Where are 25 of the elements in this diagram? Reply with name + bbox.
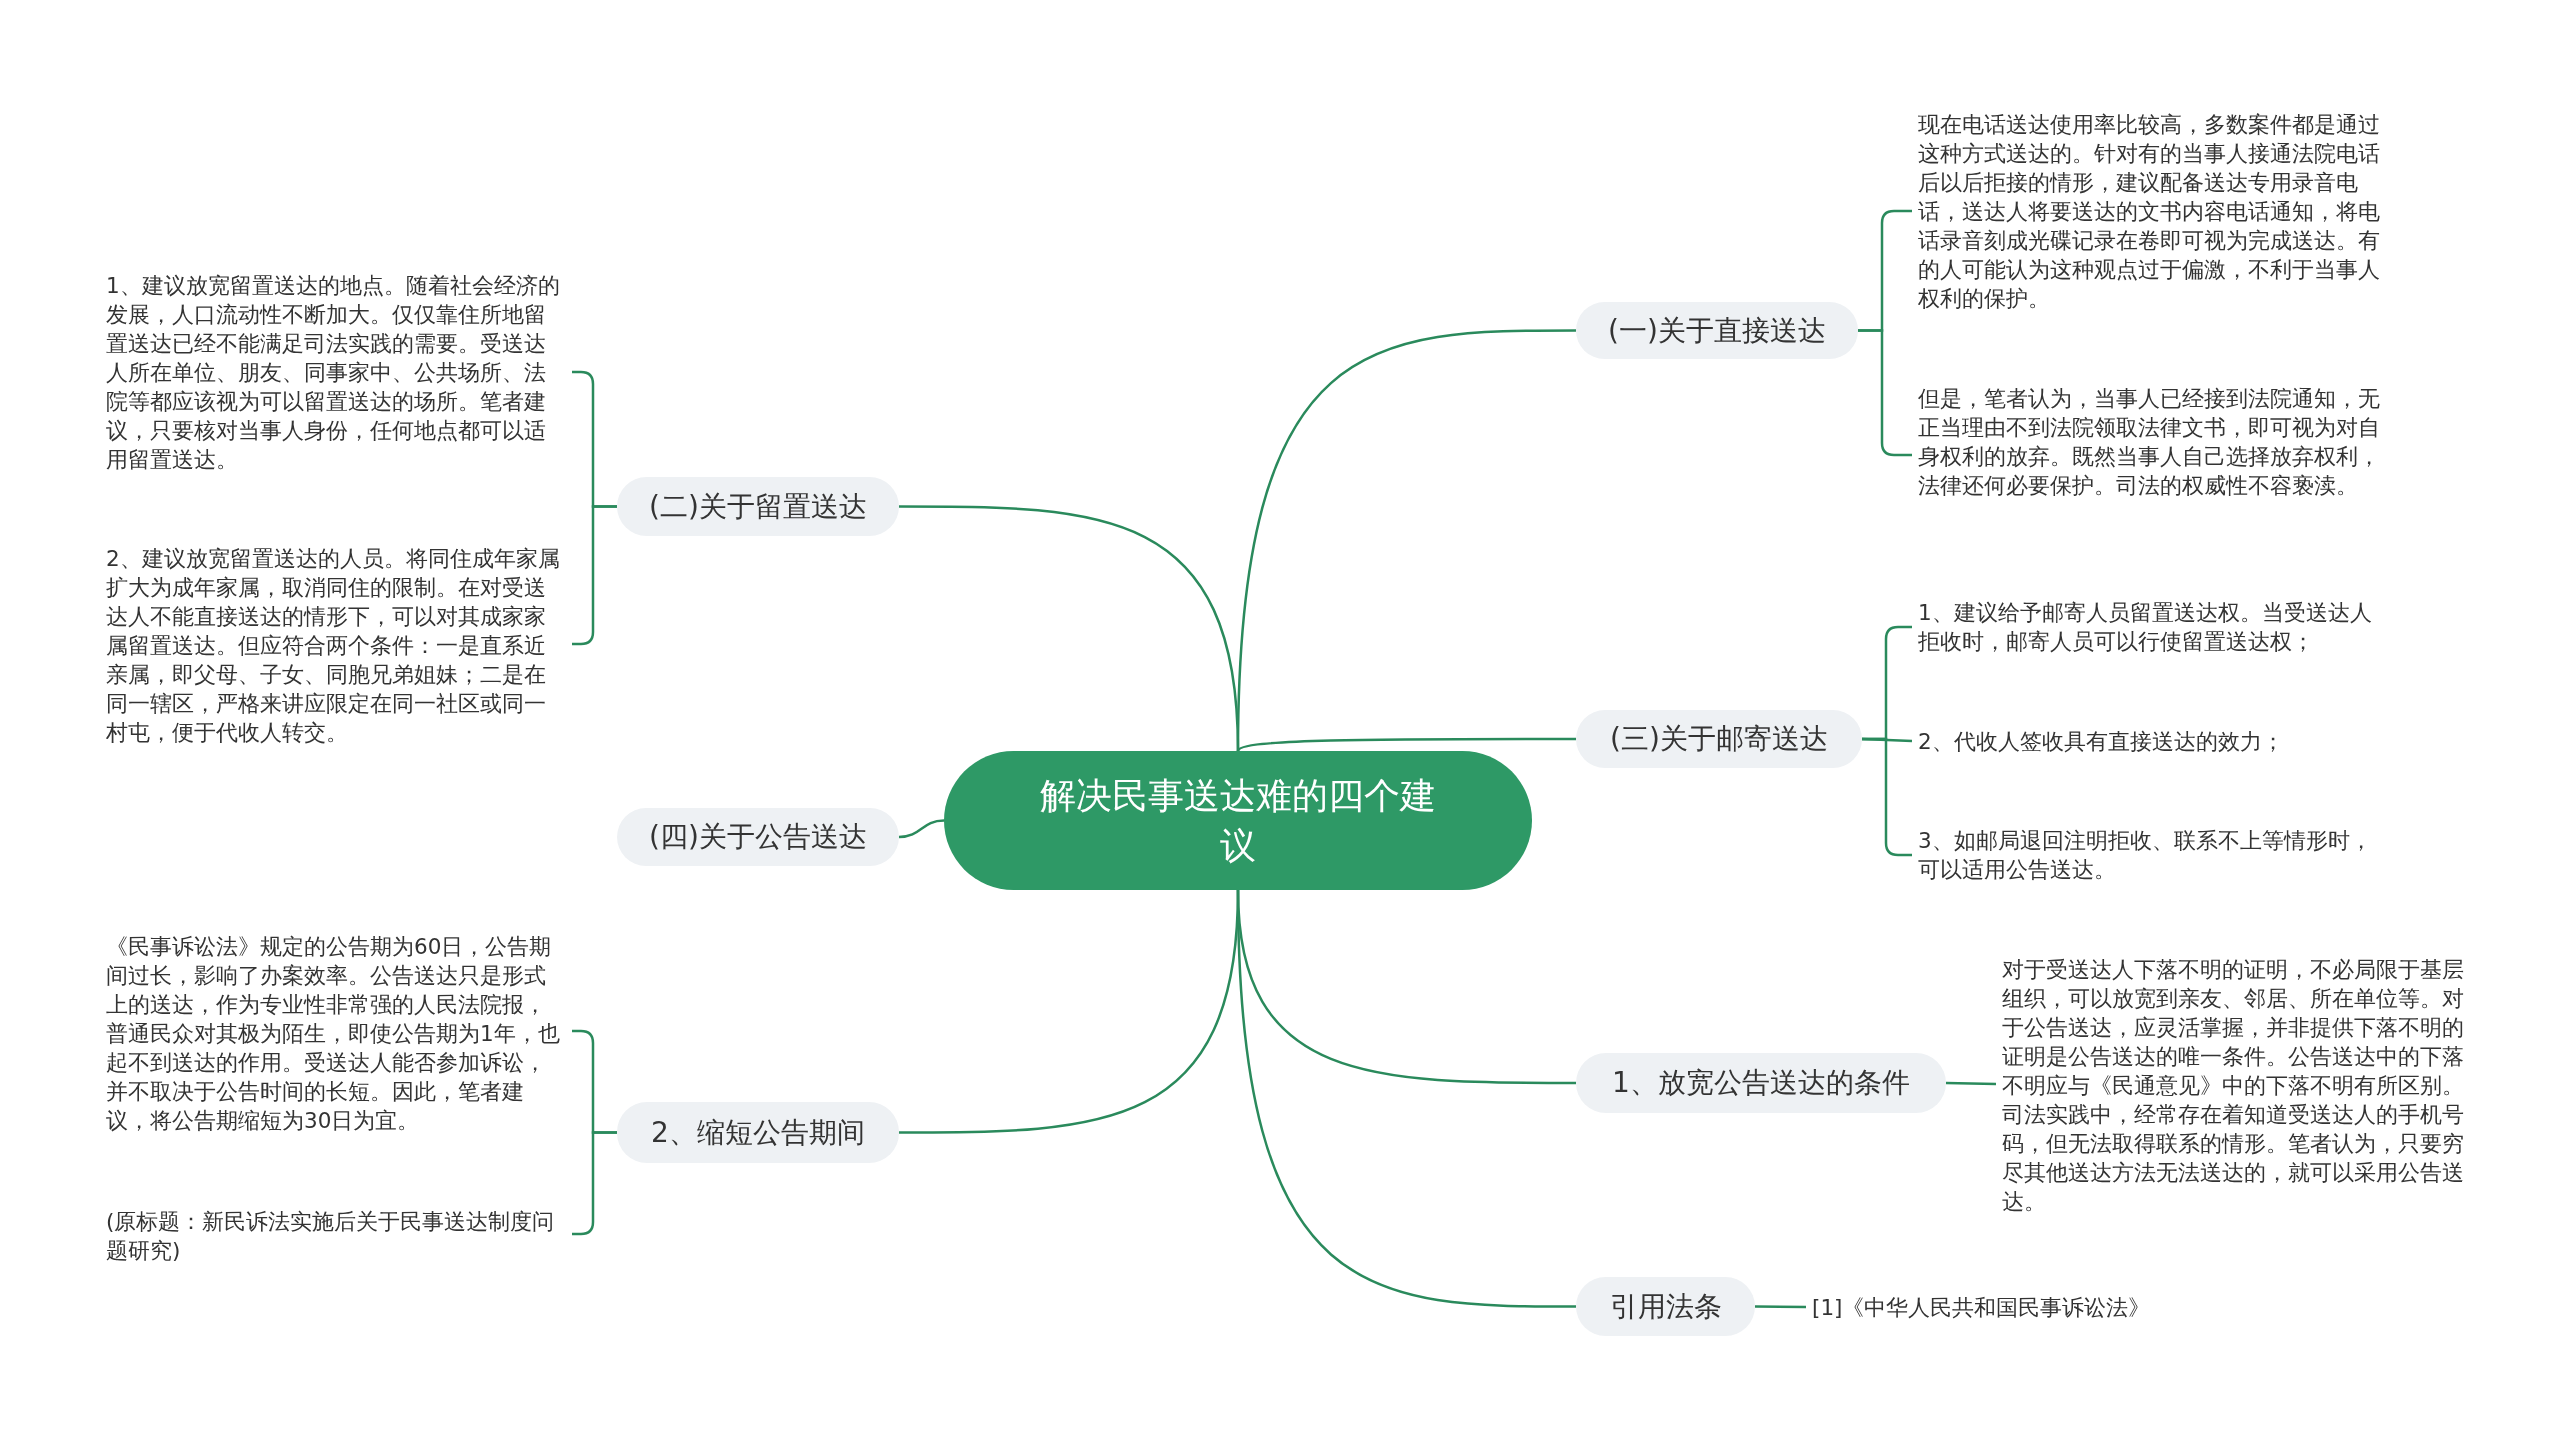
note-text: [1]《中华人民共和国民事诉讼法》 [1812, 1293, 2232, 1322]
connector-line [1236, 889, 1576, 1308]
note-text: 3、如邮局退回注明拒收、联系不上等情形时，可以适用公告送达。 [1918, 826, 2388, 884]
central-topic: 解决民事送达难的四个建议 [944, 751, 1532, 890]
note-text: 2、建议放宽留置送达的人员。将同住成年家属扩大为成年家属，取消同住的限制。在对受送达人不能直接送达的情形下，可以对其成家家属留置送达。但应符合两个条件：一是直系近亲属，即父母、子女、同胞兄弟姐妹；二是在同一辖区，严格来讲应限定在同一社区或同一村屯，便于代收人转交。 [106, 544, 566, 747]
topic-pill: (一)关于直接送达 [1576, 302, 1858, 359]
topic-pill: 1、放宽公告送达的条件 [1576, 1053, 1946, 1113]
connector-line [1755, 1305, 1806, 1309]
note-text: 1、建议放宽留置送达的地点。随着社会经济的发展，人口流动性不断加大。仅仅靠住所地留置送达已经不能满足司法实践的需要。受送达人所在单位、朋友、同事家中、公共场所、法院等都应该视为可以留置送达的场所。笔者建议，只要核对当事人身份，任何地点都可以适用留置送达。 [106, 271, 566, 474]
note-text: 《民事诉讼法》规定的公告期为60日，公告期间过长，影响了办案效率。公告送达只是形式上的送达，作为专业性非常强的人民法院报，普通民众对其极为陌生，即使公告期为1年，也起不到送达的作用。受送达人能否参加诉讼，并不取决于公告时间的长短。因此，笔者建议，将公告期缩短为30日为宜。 [106, 932, 566, 1135]
note-text: 现在电话送达使用率比较高，多数案件都是通过这种方式送达的。针对有的当事人接通法院电话后以后拒接的情形，建议配备送达专用录音电话，送达人将要送达的文书内容电话通知，将电话录音刻成光碟记录在卷即可视为完成送达。有的人可能认为这种观点过于偏激，不利于当事人权利的保护。 [1918, 110, 2388, 313]
topic-pill: (二)关于留置送达 [617, 477, 899, 536]
topic-pill: 引用法条 [1576, 1277, 1755, 1336]
note-text: (原标题：新民诉法实施后关于民事送达制度问题研究) [106, 1207, 566, 1265]
topic-pill: (三)关于邮寄送达 [1576, 710, 1862, 768]
connector-line [1945, 1081, 1997, 1086]
topic-pill: 2、缩短公告期间 [617, 1102, 899, 1163]
connector-line [899, 505, 1240, 752]
note-text: 1、建议给予邮寄人员留置送达权。当受送达人拒收时，邮寄人员可以行使留置送达权； [1918, 598, 2388, 656]
note-text: 对于受送达人下落不明的证明，不必局限于基层组织，可以放宽到亲友、邻居、所在单位等。对于公告送达，应灵活掌握，并非提供下落不明的证明是公告送达的唯一条件。公告送达中的下落不明应与《民通意见》中的下落不明有所区别。司法实践中，经常存在着知道受送达人的手机号码，但无法取得联系的情形。笔者认为，只要穷尽其他送达方法无法送达的，就可以采用公告送达。 [2002, 955, 2472, 1216]
note-text: 2、代收人签收具有直接送达的效力； [1918, 727, 2388, 756]
connector-line [898, 819, 945, 839]
topic-pill: (四)关于公告送达 [617, 808, 899, 866]
note-text: 但是，笔者认为，当事人已经接到法院通知，无正当理由不到法院领取法律文书，即可视为对自身权利的放弃。既然当事人自己选择放弃权利，法律还何必要保护。司法的权威性不容亵渎。 [1918, 384, 2388, 500]
connector-line [1237, 737, 1576, 752]
